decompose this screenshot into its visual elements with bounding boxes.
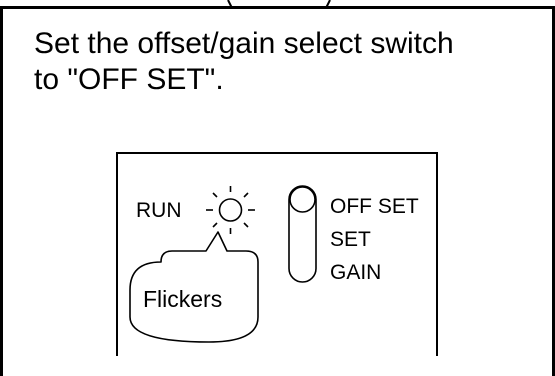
callout-bubble	[129, 231, 259, 343]
led-icon	[206, 186, 255, 234]
switch-label-gain: GAIN	[330, 261, 382, 284]
instruction-line-1: Set the offset/gain select switch	[34, 27, 454, 60]
switch-label-set: SET	[330, 228, 371, 251]
module-panel-outline	[116, 152, 438, 356]
slide-switch-icon	[288, 185, 317, 283]
switch-label-off-set: OFF SET	[330, 195, 419, 218]
flickers-label: Flickers	[143, 286, 223, 312]
run-label: RUN	[136, 199, 182, 222]
instruction-box-border	[0, 6, 555, 376]
switch-knob	[289, 186, 316, 213]
instruction-line-2: to "OFF SET".	[34, 63, 224, 96]
instruction-text: Set the offset/gain select switch to "OF…	[34, 26, 534, 98]
